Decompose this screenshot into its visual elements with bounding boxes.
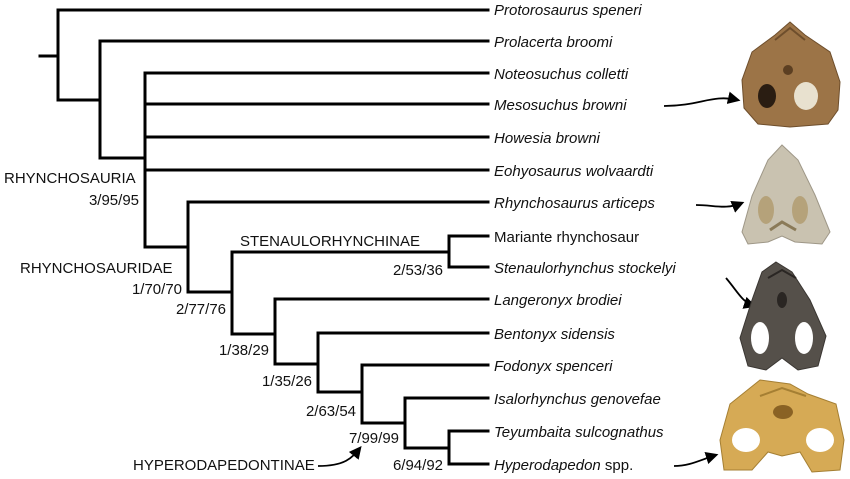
support-rhynchosauria: 3/95/95 <box>89 192 139 209</box>
tree-branches <box>38 8 490 466</box>
support-rhynchosauridae: 1/70/70 <box>132 281 182 298</box>
support-hyperodapedontinae: 7/99/99 <box>349 430 399 447</box>
arrow-hyperodapedontinae <box>317 446 362 467</box>
clade-stenaulorhynchinae: STENAULORHYNCHINAE <box>240 233 420 250</box>
taxon-isalorhynchus: Isalorhynchus genovefae <box>494 391 661 408</box>
taxon-langeronyx: Langeronyx brodiei <box>494 292 622 309</box>
support-stenaulorhynchinae: 2/53/36 <box>393 262 443 279</box>
taxon-mariante: Mariante rhynchosaur <box>494 229 639 246</box>
support-values: 3/95/95 1/70/70 2/77/76 2/53/36 1/38/29 … <box>89 192 443 474</box>
taxon-protorosaurus: Protorosaurus speneri <box>494 2 642 19</box>
taxon-hyperodapedon-spp: spp. <box>601 457 634 474</box>
taxon-fodonyx: Fodonyx spenceri <box>494 358 613 375</box>
taxon-teyumbaita: Teyumbaita sulcognathus <box>494 424 664 441</box>
clade-rhynchosauridae: RHYNCHOSAURIDAE <box>20 260 173 277</box>
support-node-138: 1/38/29 <box>219 342 269 359</box>
taxon-mesosuchus: Mesosuchus browni <box>494 97 627 114</box>
arrow-hyperodapedon <box>673 451 719 467</box>
taxon-noteosuchus: Noteosuchus colletti <box>494 66 629 83</box>
taxon-hyperodapedon: Hyperodapedon spp. <box>494 457 633 474</box>
support-node-694: 6/94/92 <box>393 457 443 474</box>
arrow-mesosuchus <box>663 91 741 107</box>
arrow-rhynchosaurus <box>695 201 745 213</box>
support-node-263: 2/63/54 <box>306 403 356 420</box>
support-node-277: 2/77/76 <box>176 301 226 318</box>
taxon-rhynchosaurus: Rhynchosaurus articeps <box>494 195 655 212</box>
clade-hyperodapedontinae: HYPERODAPEDONTINAE <box>133 457 315 474</box>
taxon-labels: Protorosaurus speneri Prolacerta broomi … <box>494 2 676 474</box>
mesosuchus-skull <box>741 21 841 128</box>
taxon-prolacerta: Prolacerta broomi <box>494 34 613 51</box>
stenaulorhynchus-skull <box>739 261 827 371</box>
taxon-stenaulorhynchus: Stenaulorhynchus stockelyi <box>494 260 676 277</box>
taxon-hyperodapedon-genus: Hyperodapedon <box>494 457 601 474</box>
taxon-eohyosaurus: Eohyosaurus wolvaardti <box>494 163 654 180</box>
arrow-stenaulorhynchus <box>725 277 757 309</box>
support-node-135: 1/35/26 <box>262 373 312 390</box>
arrows <box>317 91 757 467</box>
taxon-howesia: Howesia browni <box>494 130 601 147</box>
taxon-bentonyx: Bentonyx sidensis <box>494 326 615 343</box>
hyperodapedon-skull <box>719 379 845 473</box>
clade-labels: RHYNCHOSAURIA RHYNCHOSAURIDAE STENAULORH… <box>4 170 420 474</box>
clade-rhynchosauria: RHYNCHOSAURIA <box>4 170 136 187</box>
rhynchosaurus-skull <box>741 144 831 245</box>
